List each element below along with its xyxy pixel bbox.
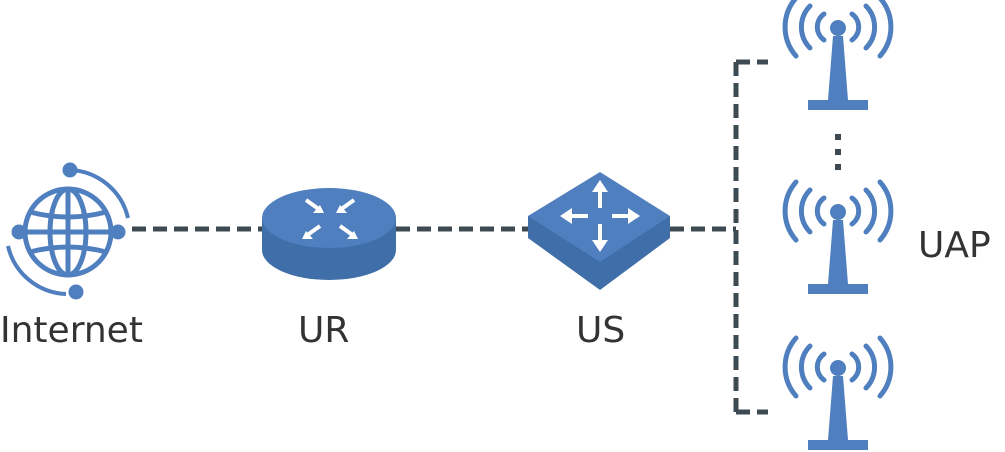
switch-icon (528, 172, 670, 290)
router-label: UR (298, 310, 350, 351)
access-points-label: UAP (918, 225, 991, 266)
globe-icon (6, 162, 130, 300)
switch-label: US (576, 310, 626, 351)
access-point-icon (782, 335, 894, 450)
links (132, 59, 768, 415)
access-point-icon (782, 179, 894, 294)
access-point-icon (782, 0, 894, 110)
more-access-points-ellipsis-icon (835, 134, 841, 170)
internet-label: Internet (0, 310, 143, 351)
router-icon (262, 188, 396, 280)
